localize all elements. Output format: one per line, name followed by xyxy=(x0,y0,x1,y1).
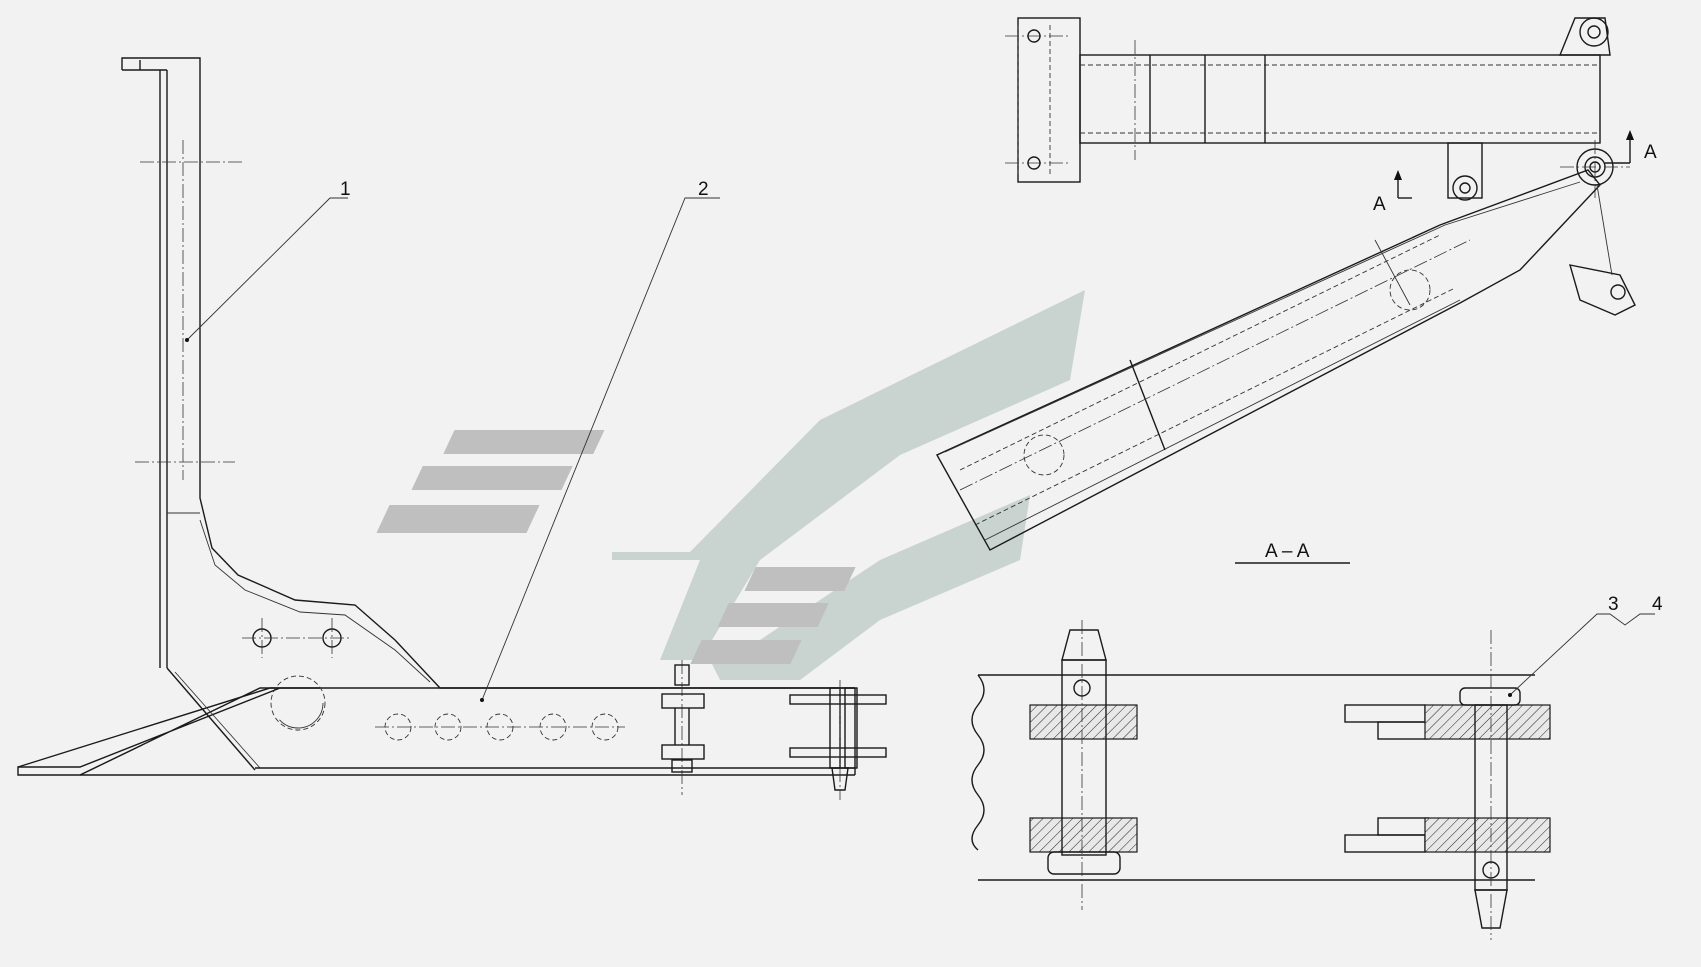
mount-hole-top xyxy=(1027,29,1041,43)
leader-1 xyxy=(186,197,348,341)
adjustment-holes xyxy=(375,713,625,741)
mount-plate xyxy=(1017,17,1081,183)
small-lug-hole xyxy=(1452,175,1478,201)
leader-2 xyxy=(481,197,720,701)
top-lug-hole xyxy=(1587,25,1601,39)
section-view xyxy=(971,562,1551,940)
ramp-diagonal xyxy=(166,667,256,771)
item-label-1: 1 xyxy=(340,179,351,200)
item-label-4: 4 xyxy=(1652,594,1663,615)
ramp-plate xyxy=(17,687,320,776)
side-view xyxy=(17,57,887,800)
ramp-upper xyxy=(17,687,320,768)
top-view xyxy=(936,17,1636,551)
watermark-bar-2 xyxy=(411,466,573,490)
watermark-green-chevron-small xyxy=(700,495,1030,680)
item-label-2: 2 xyxy=(698,179,709,200)
item-label-3: 3 xyxy=(1608,594,1619,615)
lower-lug-hole xyxy=(1610,284,1626,300)
section-title: A – A xyxy=(1265,541,1310,562)
break-line xyxy=(971,674,985,851)
leader-lines xyxy=(185,197,1655,702)
section-mark-a-left: A xyxy=(1373,194,1386,215)
section-arrow-right xyxy=(1605,130,1634,164)
ramp-pivot-arc xyxy=(272,677,324,729)
mount-hole-bottom xyxy=(1027,156,1041,170)
beam-hitch xyxy=(789,680,887,800)
watermark-bar-1 xyxy=(443,430,605,454)
section-arrow-left xyxy=(1394,170,1412,199)
section-mark-a-right: A xyxy=(1644,142,1657,163)
watermark-bar-6 xyxy=(690,640,802,664)
beam-bolt xyxy=(661,660,705,795)
ramp-diagonal-inner xyxy=(174,671,261,769)
inclined-arm xyxy=(936,169,1601,551)
watermark-bar-3 xyxy=(376,505,540,533)
watermark-green-chevron-large xyxy=(612,290,1085,660)
watermark-bar-5 xyxy=(717,603,829,627)
horizontal-arm xyxy=(1079,54,1601,144)
watermark-logo xyxy=(376,290,1085,680)
leader-3-4 xyxy=(1509,613,1655,696)
bracket-outline xyxy=(121,57,855,689)
watermark-bar-4 xyxy=(744,567,856,591)
bracket-curve-inner xyxy=(199,519,431,683)
ramp-pivot-hole xyxy=(270,675,326,731)
